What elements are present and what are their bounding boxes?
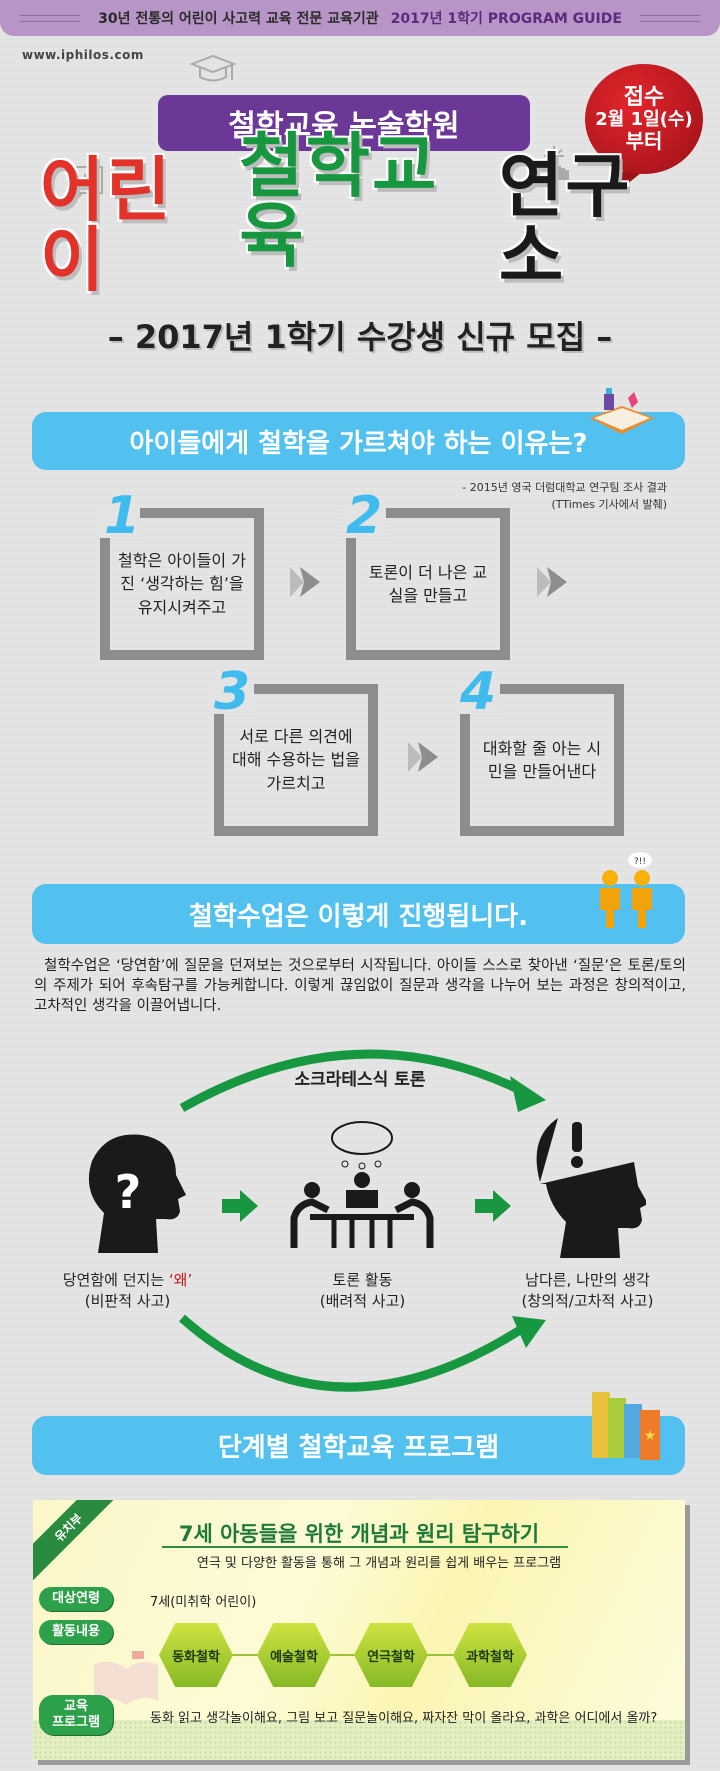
section-heading: 아이들에게 철학을 가르쳐야 하는 이유는? <box>129 428 588 459</box>
head-question-icon: ? <box>88 1134 186 1253</box>
label-text: 프로그램 <box>52 1715 100 1730</box>
section-heading: 단계별 철학교육 프로그램 <box>217 1433 500 1463</box>
label-text: 토론 활동 <box>332 1271 393 1289</box>
arrowhead <box>510 1076 546 1112</box>
program-subtitle: 연극 및 다양한 활동을 통해 그 개념과 원리를 쉽게 배우는 프로그램 <box>196 1556 562 1571</box>
badge-line: 접수 <box>623 84 665 110</box>
reason-text: 철학은 아이들이 가진 ‘생각하는 힘’을 유지시켜주고 <box>118 551 246 617</box>
box-gap <box>342 504 386 538</box>
website-link[interactable]: www.iphilos.com <box>22 48 144 62</box>
box-gap <box>456 680 500 714</box>
reason-text: 서로 다른 의견에 대해 수용하는 법을 가르치고 <box>232 727 360 793</box>
arrow-right-icon <box>222 1190 258 1222</box>
title-philosophy: 철학교육 <box>239 125 439 277</box>
arrow-right-icon <box>475 1190 511 1222</box>
reason-text: 토론이 더 나은 교실을 만들고 <box>368 562 488 605</box>
process-description: 철학수업은 ‘당연함’에 질문을 던져보는 것으로부터 시작됩니다. 아이들 스… <box>34 958 686 1014</box>
label-text: (배려적 사고) <box>319 1292 406 1310</box>
activity-drama: 연극철학 <box>354 1623 428 1687</box>
box-gap <box>210 680 254 714</box>
socratic-label: 소크라테스식 토론 <box>294 1070 426 1090</box>
step-label-critical: 당연함에 던지는 ‘왜’ (비판적 사고) <box>40 1270 215 1312</box>
books-icon: ★ <box>592 1392 660 1460</box>
education-program-value: 동화 읽고 생각놀이해요, 그림 보고 질문놀이해요, 짜자잔 막이 올라요, … <box>150 1711 658 1726</box>
citation-line: - 2015년 영국 더럼대학교 연구팀 조사 결과 <box>462 481 667 494</box>
pointer-hand-icon <box>544 146 569 180</box>
divider <box>639 14 700 22</box>
reason-box: 철학은 아이들이 가진 ‘생각하는 힘’을 유지시켜주고 <box>100 508 264 660</box>
age-value: 7세(미취학 어린이) <box>150 1595 257 1610</box>
reason-number: 3 <box>214 662 251 722</box>
svg-text:!: ! <box>81 171 88 192</box>
title-institute: 연구소 <box>498 145 632 297</box>
academy-name: 철학교육 논술학원 <box>158 95 530 151</box>
label-text: 당연함에 던지는 <box>62 1271 169 1289</box>
activity-art: 예술철학 <box>257 1623 331 1687</box>
connector-line <box>230 1654 470 1656</box>
top-arc <box>179 1049 522 1112</box>
activity-fairy-tale: 동화철학 <box>159 1623 233 1687</box>
top-bar: 30년 전통의 어린이 사고력 교육 전문 교육기관 2017년 1학기 PRO… <box>0 0 720 36</box>
badge-line: 부터 <box>625 129 663 154</box>
program-guide: 2017년 1학기 PROGRAM GUIDE <box>390 11 622 27</box>
reason-box: 대화할 줄 아는 시민을 만들어낸다 <box>460 684 624 836</box>
people-talking-icon: ?!! <box>600 852 652 928</box>
svg-text:★: ★ <box>644 1428 657 1444</box>
reason-number: 2 <box>346 486 383 546</box>
book-blocks-icon <box>590 388 654 434</box>
reason-number: 4 <box>460 662 497 722</box>
step-label-creative: 남다른, 나만의 생각 (창의적/고차적 사고) <box>495 1270 680 1312</box>
bottom-arc <box>179 1314 523 1392</box>
dotted-band <box>33 1720 685 1760</box>
label-text: (비판적 사고) <box>84 1292 171 1310</box>
program-title: 7세 아동들을 위한 개념과 원리 탐구하기 <box>178 1522 540 1546</box>
tagline: 30년 전통의 어린이 사고력 교육 전문 교육기관 <box>98 11 379 27</box>
recruit-subtitle: – 2017년 1학기 수강생 신규 모집 – <box>107 318 613 356</box>
chevron-right-icon <box>290 567 320 597</box>
flow-arcs <box>179 1049 546 1392</box>
exclamation-bubble-icon: ! <box>67 166 103 205</box>
title-underline <box>162 1546 568 1548</box>
arrowhead <box>512 1316 546 1348</box>
program-banner: 단계별 철학교육 프로그램 <box>32 1416 685 1475</box>
open-book-icon <box>94 1651 158 1705</box>
age-label: 대상연령 <box>39 1587 113 1611</box>
icon-text: ?!! <box>634 857 646 867</box>
process-banner: 철학수업은 이렇게 진행됩니다. <box>32 884 685 944</box>
reasons-banner: 아이들에게 철학을 가르쳐야 하는 이유는? <box>32 412 685 470</box>
reason-box: 서로 다른 의견에 대해 수용하는 법을 가르치고 <box>214 684 378 836</box>
label-text: 교육 <box>64 1699 88 1715</box>
graduation-cap-icon <box>189 54 237 82</box>
reason-number: 1 <box>104 486 141 546</box>
box-gap <box>96 504 140 538</box>
citation-line: (TTimes 기사에서 발췌) <box>551 497 667 511</box>
citation: - 2015년 영국 더럼대학교 연구팀 조사 결과 (TTimes 기사에서 … <box>462 480 667 513</box>
main-title: 어린이 철학교육 연구소 <box>40 131 680 295</box>
activity-label: 활동내용 <box>39 1620 113 1644</box>
chevron-right-icon <box>408 742 438 772</box>
label-text: 남다른, 나만의 생각 <box>525 1271 650 1289</box>
reason-text: 대화할 줄 아는 시민을 만들어낸다 <box>482 738 602 781</box>
divider <box>20 14 81 22</box>
activity-science: 과학철학 <box>453 1623 527 1687</box>
head-exclamation-icon <box>536 1118 646 1258</box>
badge-date: 2월 1일(수) <box>595 108 693 130</box>
kindergarten-program-card: 유치부 7세 아동들을 위한 개념과 원리 탐구하기 연극 및 다양한 활동을 … <box>33 1500 685 1760</box>
step-label-caring: 토론 활동 (배려적 사고) <box>275 1270 450 1312</box>
label-emphasis: ‘왜’ <box>168 1271 193 1289</box>
chevron-right-icon <box>537 567 567 597</box>
discussion-group-icon <box>290 1121 434 1248</box>
section-heading: 철학수업은 이렇게 진행됩니다. <box>189 901 528 932</box>
registration-badge: 접수 2월 1일(수) 부터 <box>585 64 703 174</box>
title-children: 어린이 <box>40 149 173 301</box>
reason-box: 토론이 더 나은 교실을 만들고 <box>346 508 510 660</box>
label-text: (창의적/고차적 사고) <box>521 1292 654 1310</box>
svg-text:?: ? <box>115 1165 142 1219</box>
